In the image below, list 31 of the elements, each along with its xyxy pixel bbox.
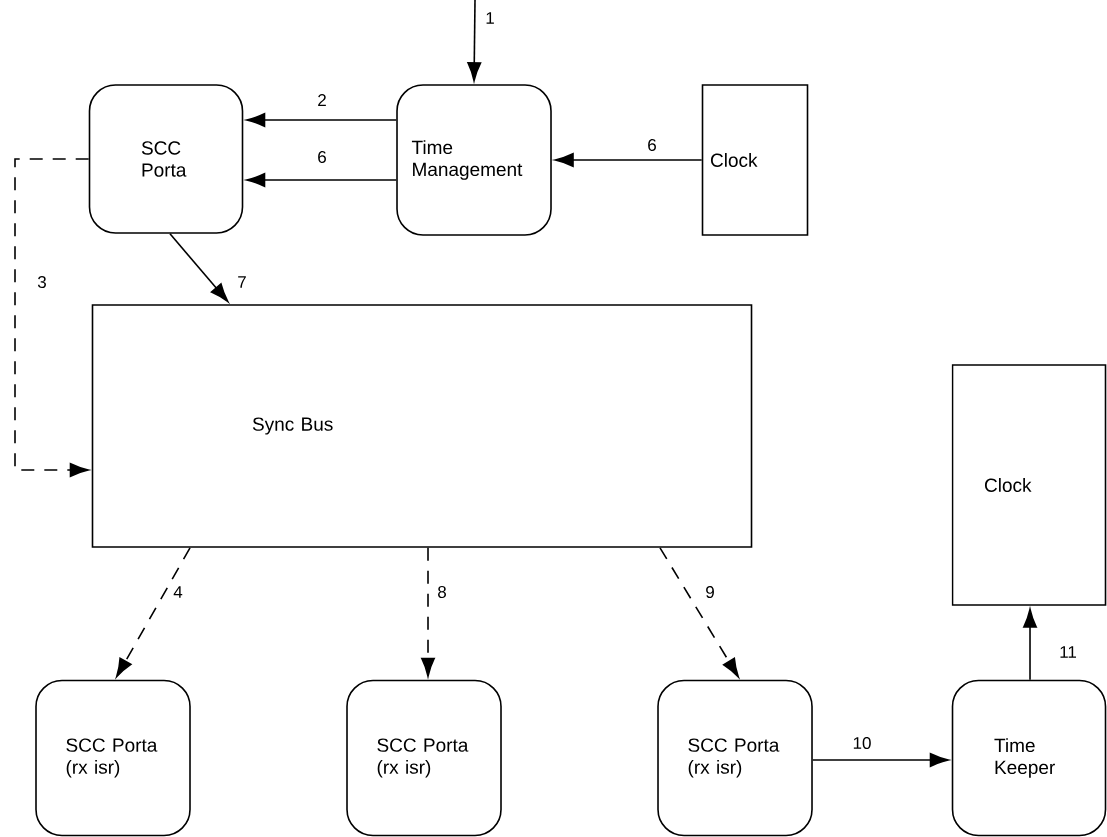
box: Clock (701, 84, 809, 236)
dashed-arrow (421, 547, 435, 677)
box: Sync Bus (91, 304, 753, 548)
edge-label: 11 (1058, 645, 1078, 659)
box: Clock (951, 364, 1107, 606)
edge-label: 8 (436, 585, 448, 600)
dashed-arrow (14, 158, 90, 477)
arrow (246, 173, 397, 187)
edge-label: 3 (36, 275, 48, 289)
rounded-box: SCC Porta (88, 84, 244, 234)
arrow (467, 0, 482, 82)
edge-label: 10 (851, 736, 873, 751)
rounded-box: Time Keeper (951, 679, 1107, 837)
rounded-box: SCC Porta (rx isr) (35, 679, 191, 837)
edge-label: 9 (704, 585, 716, 600)
edge-label: 2 (316, 93, 328, 107)
rounded-box: SCC Porta (rx isr) (346, 679, 502, 837)
edge-label: 6 (646, 138, 658, 152)
dashed-arrow (659, 547, 739, 678)
edge-label: 6 (316, 150, 328, 164)
edge-label: 4 (172, 585, 184, 599)
arrow (812, 753, 949, 767)
rounded-box: SCC Porta (rx isr) (657, 679, 813, 837)
rounded-box: Time Management (396, 84, 552, 236)
edge-label: 1 (484, 11, 496, 25)
arrow (169, 233, 229, 303)
dashed-arrow (116, 547, 191, 678)
arrow (246, 113, 397, 127)
arrow (1023, 608, 1037, 681)
arrow (554, 153, 703, 167)
edge-label: 7 (236, 275, 248, 289)
